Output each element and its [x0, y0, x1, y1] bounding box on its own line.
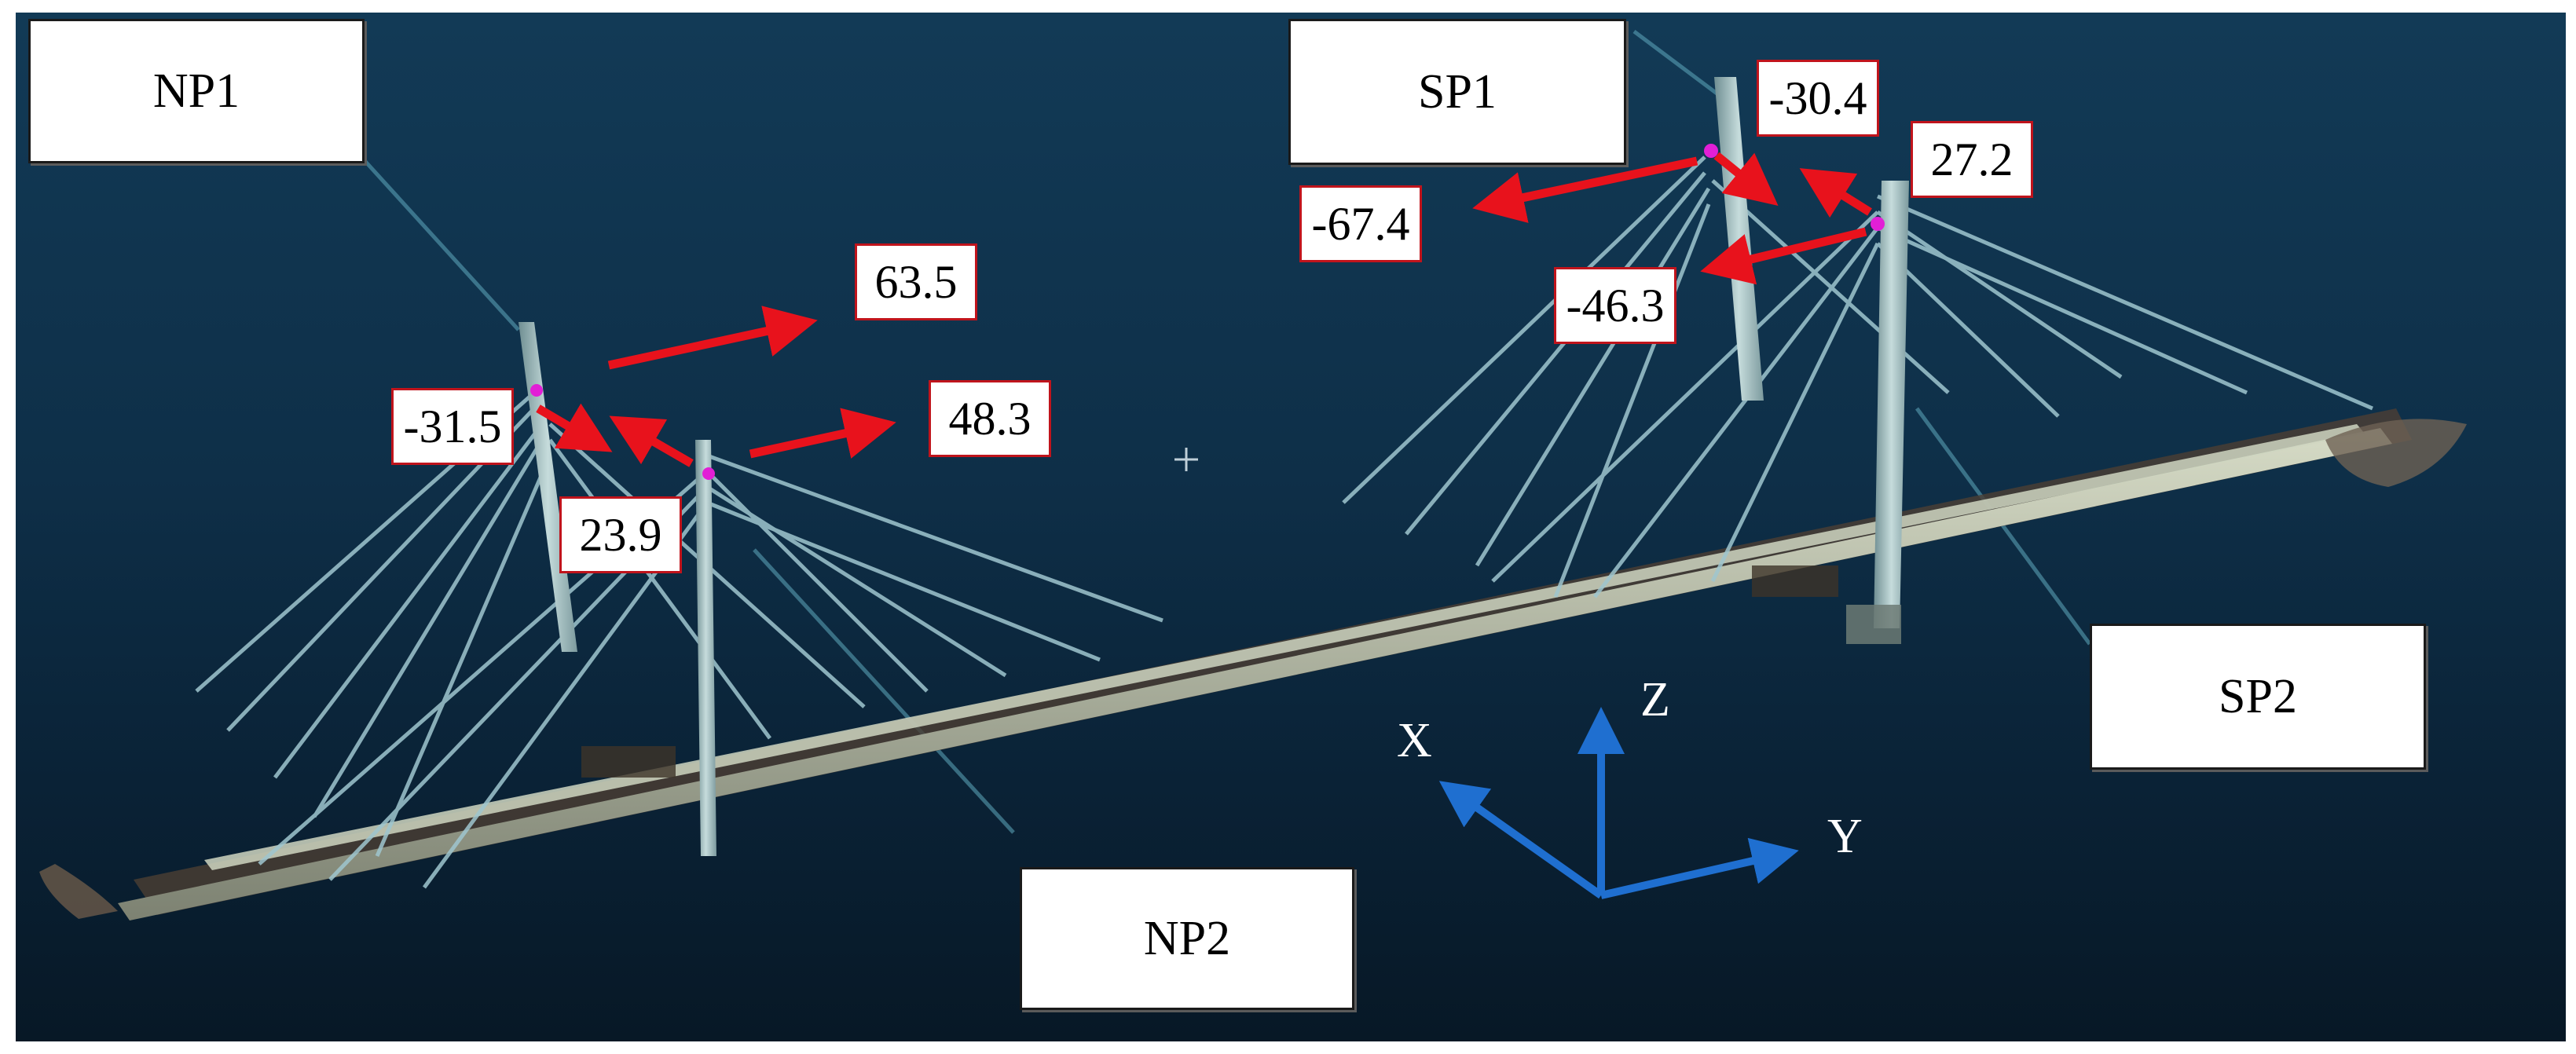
arrow-np2-top — [749, 408, 896, 459]
value-np2-top: 48.3 — [929, 380, 1051, 457]
coordinate-axes — [1438, 707, 1799, 899]
marker-np2 — [702, 467, 715, 480]
y-axis-arrow — [1599, 837, 1799, 899]
displacement-arrows — [536, 152, 1872, 467]
pier-label-np1: NP1 — [28, 19, 365, 163]
pier-label-sp1: SP1 — [1288, 19, 1626, 165]
arrow-sp2-to-sp1 — [1799, 168, 1872, 218]
arrow-np2-to-np1 — [609, 415, 694, 467]
pier-label-sp2: SP2 — [2090, 624, 2426, 770]
stay-cables — [195, 156, 2373, 889]
target-markers — [530, 144, 1885, 480]
value-np1-top: 63.5 — [855, 243, 977, 320]
label-leader-lines — [360, 30, 2092, 834]
center-crosshair — [1174, 448, 1198, 471]
marker-np1 — [530, 384, 543, 397]
marker-sp2 — [1871, 217, 1885, 231]
bridge-pylons — [518, 77, 1909, 856]
value-np1-side: -31.5 — [391, 388, 514, 465]
value-sp2-between: 27.2 — [1911, 121, 2033, 198]
value-sp1-side: -67.4 — [1299, 185, 1422, 262]
pier-label-np2: NP2 — [1020, 867, 1354, 1010]
arrow-sp1-to-sp2 — [1713, 152, 1779, 206]
x-axis-arrow — [1438, 781, 1603, 899]
arrow-np1-to-np2 — [536, 403, 613, 452]
axis-label-x: X — [1397, 714, 1432, 767]
axis-label-y: Y — [1827, 810, 1863, 863]
value-np2-between: 23.9 — [559, 496, 682, 573]
arrow-np1-top — [607, 306, 818, 370]
arrow-sp2-side — [1700, 227, 1867, 285]
axis-label-z: Z — [1640, 673, 1670, 726]
marker-sp1 — [1704, 144, 1718, 158]
value-sp1-between: -30.4 — [1757, 60, 1879, 137]
value-sp2-side: -46.3 — [1554, 267, 1676, 344]
arrow-sp1-side — [1472, 156, 1698, 223]
